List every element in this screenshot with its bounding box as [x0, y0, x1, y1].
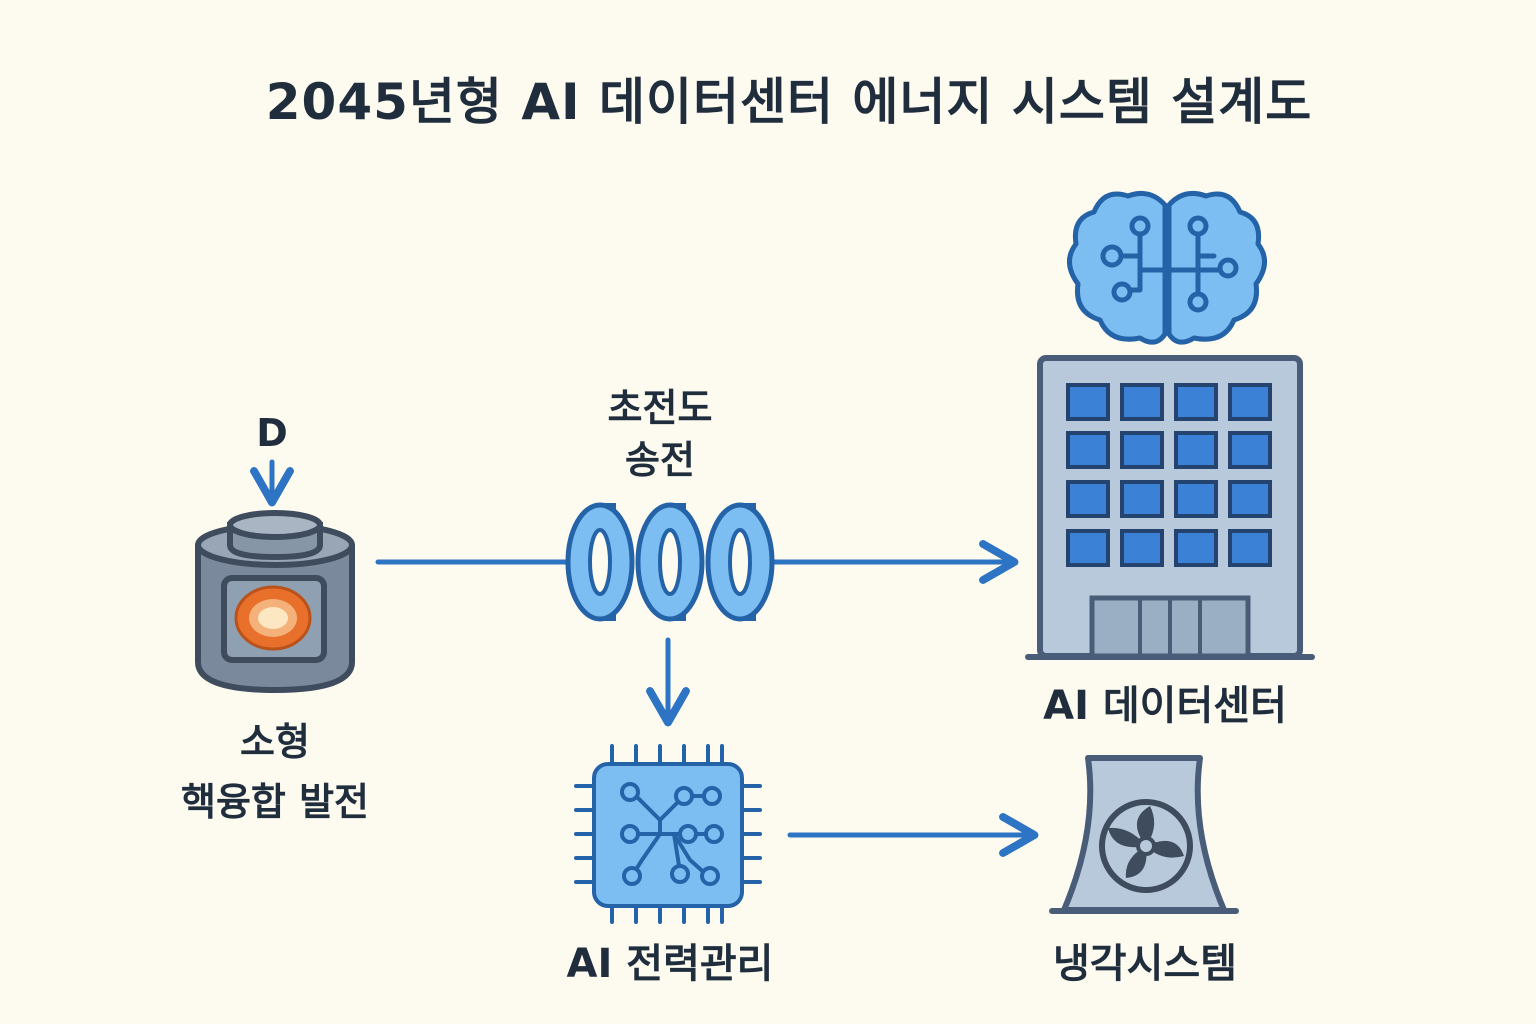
building-window [1066, 529, 1110, 567]
fusion-label-line2: 핵융합 발전 [180, 780, 370, 824]
ai-brain-icon [1067, 191, 1267, 345]
building-window [1120, 431, 1164, 469]
building-window [1120, 480, 1164, 518]
building-window [1174, 480, 1218, 518]
building-window [1228, 431, 1272, 469]
superconductor-label-line1: 초전도 [607, 386, 713, 430]
building-window [1120, 529, 1164, 567]
fuel-input-label: D [256, 411, 288, 455]
superconductor-label: 초전도 송전 [560, 382, 760, 486]
building-window [1174, 431, 1218, 469]
building-window [1174, 383, 1218, 421]
building-window [1228, 529, 1272, 567]
power-mgmt-label: AI 전력관리 [566, 941, 774, 987]
superconductor-label-line2: 송전 [625, 438, 695, 482]
building-window [1228, 480, 1272, 518]
building-window [1066, 383, 1110, 421]
datacenter-label: AI 데이터센터 [1043, 683, 1287, 729]
cooling-tower-icon [1049, 755, 1239, 914]
building-window [1174, 529, 1218, 567]
fusion-label: 소형 핵융합 발전 [140, 716, 410, 828]
building-window [1120, 383, 1164, 421]
building-window [1066, 480, 1110, 518]
fusion-label-line1: 소형 [240, 720, 310, 764]
page-title: 2045년형 AI 데이터센터 에너지 시스템 설계도 [265, 73, 1313, 131]
building-window [1228, 383, 1272, 421]
datacenter-building-icon [1025, 355, 1315, 660]
superconductor-coil-icon [565, 502, 775, 622]
fusion-reactor-icon [195, 510, 355, 693]
ai-chip-icon [574, 744, 762, 924]
building-window [1066, 431, 1110, 469]
cooling-label: 냉각시스템 [1053, 941, 1237, 987]
